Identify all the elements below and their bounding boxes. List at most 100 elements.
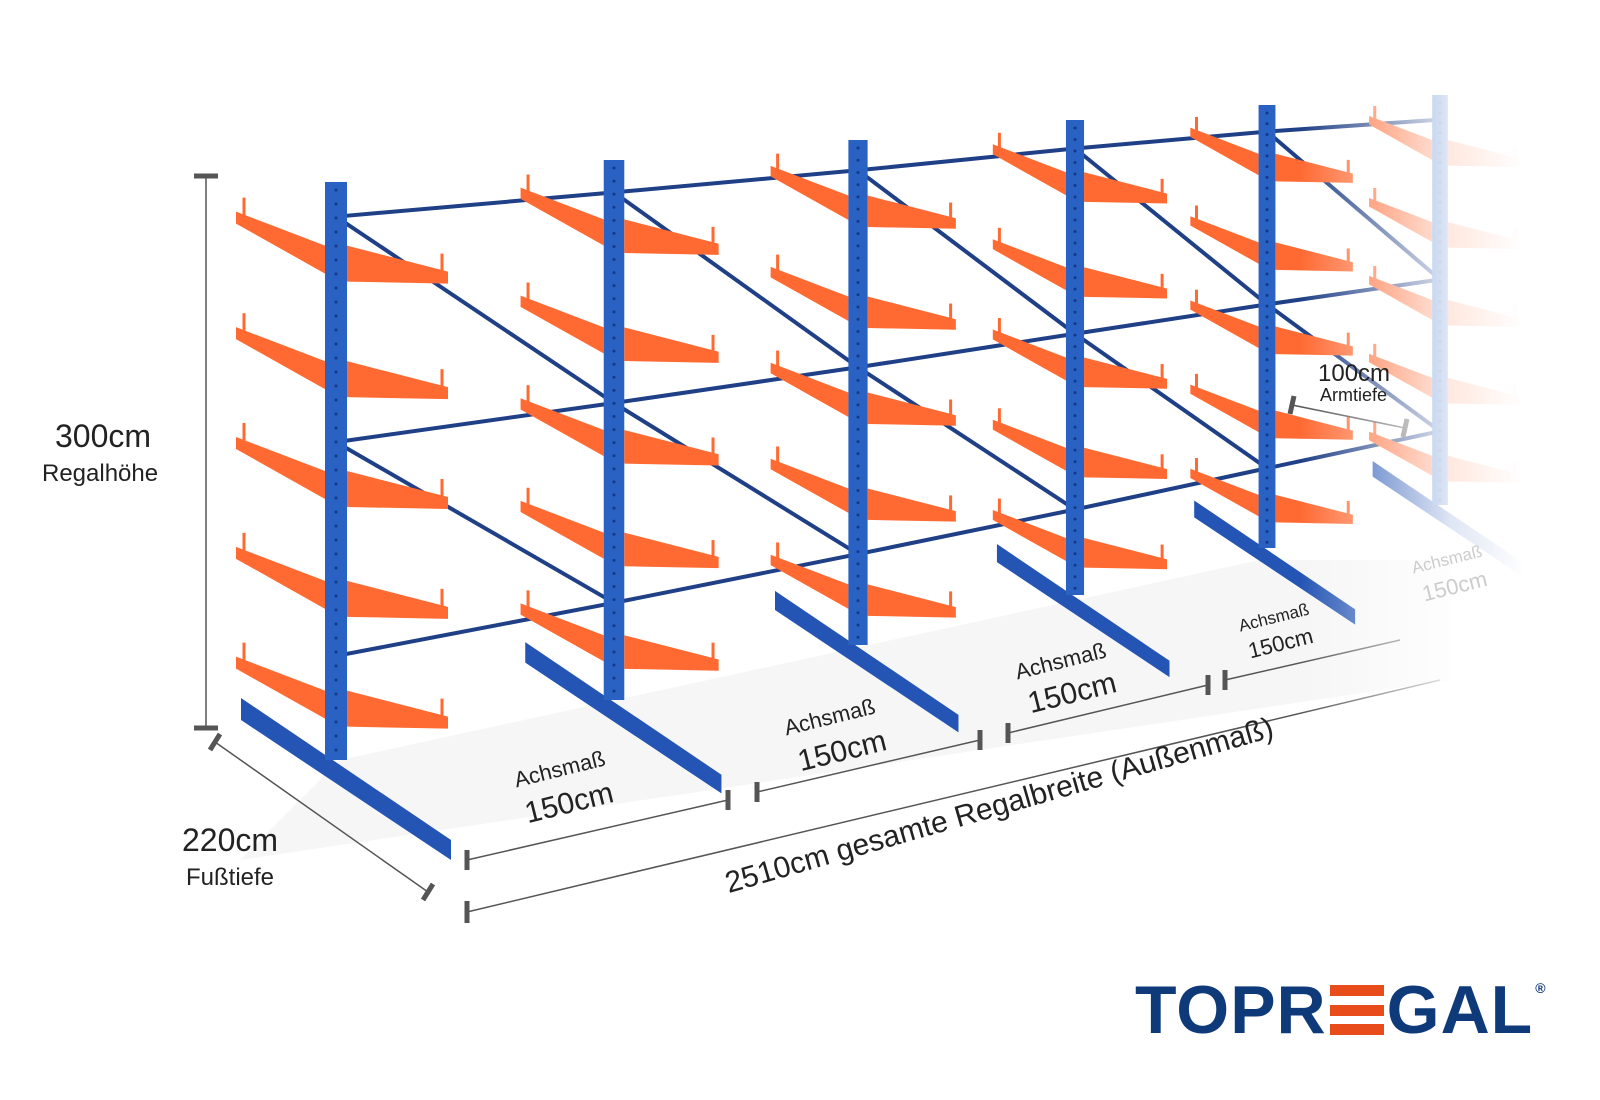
column-hole (612, 179, 616, 183)
column-hole (1438, 200, 1442, 204)
column-hole (1438, 349, 1442, 353)
column-hole (612, 624, 616, 628)
left-arm (520, 398, 604, 457)
column-hole (612, 336, 616, 340)
column-hole (334, 286, 338, 290)
column-hole (856, 317, 860, 321)
foot-depth-value: 220cm (182, 822, 279, 858)
column-hole (612, 362, 616, 366)
column-hole (856, 329, 860, 333)
column-hole (1438, 131, 1442, 135)
column-hole (1265, 208, 1269, 212)
horizontal-brace (1074, 466, 1268, 512)
column-hole (612, 271, 616, 275)
column-hole (1265, 454, 1269, 458)
column-hole (856, 537, 860, 541)
column-hole (856, 219, 860, 223)
column-hole (1438, 290, 1442, 294)
right-arm (624, 635, 719, 671)
column-hole (334, 314, 338, 318)
right-arm (1084, 538, 1168, 570)
horizontal-brace (1074, 302, 1268, 336)
column-hole (856, 550, 860, 554)
horizontal-brace (335, 190, 615, 219)
column-hole (1265, 175, 1269, 179)
column-hole (1073, 241, 1077, 245)
column-hole (334, 566, 338, 570)
column-hole (1438, 419, 1442, 423)
column-hole (1438, 449, 1442, 453)
right-arm (1447, 300, 1520, 327)
column-hole (1438, 488, 1442, 492)
diagonal-brace (856, 168, 1077, 336)
column-hole (1073, 356, 1077, 360)
arm-depth-tick (1287, 395, 1297, 415)
right-arm (347, 471, 448, 509)
column-hole (1438, 151, 1442, 155)
column-hole (1073, 506, 1077, 510)
right-arm (867, 584, 956, 618)
left-arm (770, 458, 849, 513)
left-arm (770, 554, 849, 609)
column-hole (1265, 240, 1269, 244)
column-hole (334, 636, 338, 640)
diagonal-brace (856, 365, 1077, 512)
diagonal-brace (334, 215, 616, 405)
column-hole (856, 232, 860, 236)
right-arm (1447, 222, 1520, 250)
column-hole (856, 476, 860, 480)
column-hole (1438, 379, 1442, 383)
column-hole (1265, 433, 1269, 437)
column-hole (1265, 369, 1269, 373)
column-hole (612, 598, 616, 602)
right-arm (867, 195, 956, 229)
column-hole (856, 488, 860, 492)
column-hole (1265, 390, 1269, 394)
column-hole (1265, 261, 1269, 265)
column-hole (856, 562, 860, 566)
column-hole (612, 375, 616, 379)
left-arm (770, 266, 849, 322)
column-hole (334, 510, 338, 514)
column-hole (612, 571, 616, 575)
diagonal-brace (1073, 146, 1269, 306)
column-hole (1265, 250, 1269, 254)
column-hole (1438, 329, 1442, 333)
column-hole (1265, 519, 1269, 523)
horizontal-brace (1074, 129, 1268, 151)
left-arm (1190, 127, 1259, 176)
column-hole (334, 398, 338, 402)
column-hole (334, 300, 338, 304)
right-arm (347, 690, 448, 729)
column-hole (612, 689, 616, 693)
column-hole (334, 664, 338, 668)
column-hole (856, 170, 860, 174)
column-hole (334, 272, 338, 276)
column-hole (856, 391, 860, 395)
column-hole (1073, 471, 1077, 475)
right-arm (624, 532, 719, 569)
arm-depth-tick (1400, 418, 1410, 438)
column-upright (1432, 95, 1448, 505)
column-hole (1438, 210, 1442, 214)
column-hole (1438, 389, 1442, 393)
left-arm (520, 500, 604, 559)
column-hole (612, 506, 616, 510)
right-arm (1275, 494, 1353, 524)
column-hole (1265, 229, 1269, 233)
left-arm (236, 327, 325, 390)
left-arm (236, 656, 325, 719)
right-arm (1447, 140, 1520, 168)
column-hole (334, 342, 338, 346)
column-hole (856, 501, 860, 505)
right-arm (1084, 357, 1168, 389)
column-hole (334, 202, 338, 206)
column-hole (1073, 345, 1077, 349)
column-hole (334, 258, 338, 262)
column-hole (612, 532, 616, 536)
column-hole (1438, 369, 1442, 373)
column-hole (612, 428, 616, 432)
horizontal-brace (335, 401, 615, 445)
column-hole (856, 146, 860, 150)
column-hole (334, 650, 338, 654)
